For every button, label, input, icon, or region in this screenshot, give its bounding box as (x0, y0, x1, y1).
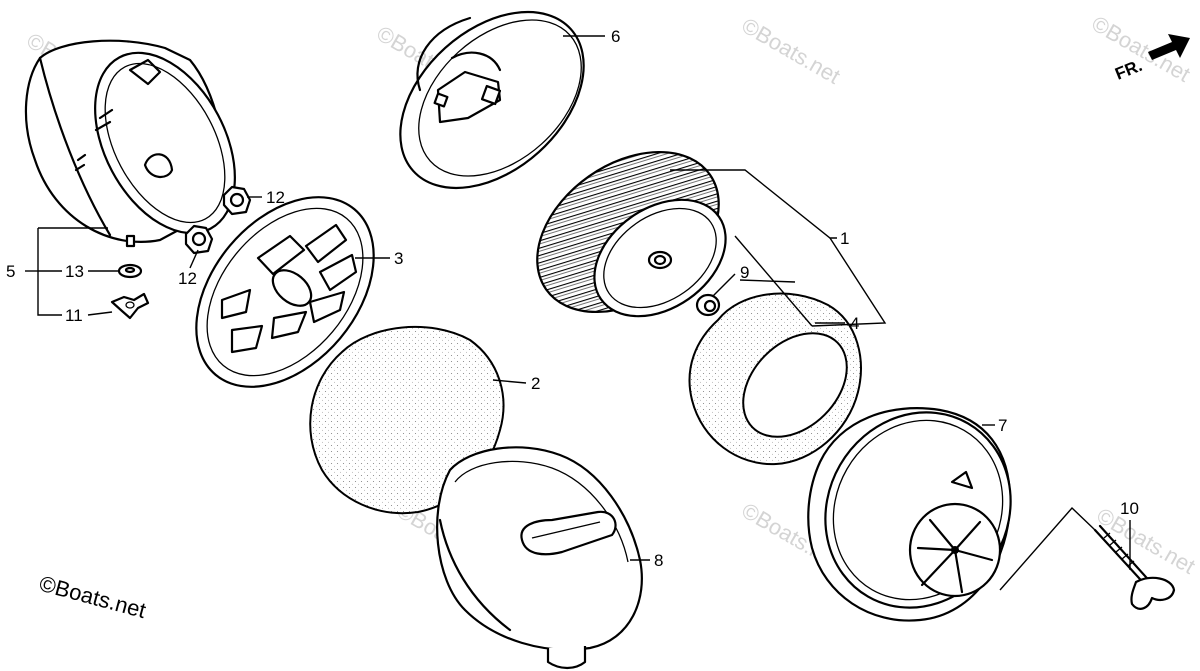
callout-2: 2 (531, 374, 540, 393)
callout-12-lower: 12 (178, 269, 197, 288)
callout-13: 13 (65, 262, 84, 281)
part-6-case (399, 10, 585, 190)
callout-7: 7 (998, 416, 1007, 435)
callout-9: 9 (740, 263, 749, 282)
part-5-front-case (24, 39, 236, 248)
part-8-cover (436, 446, 643, 670)
callout-4: 4 (850, 314, 859, 333)
part-1-paper-element (536, 150, 727, 318)
watermark: ©Boats.net (1093, 503, 1200, 579)
front-arrow-icon (1148, 34, 1190, 60)
part-13-washer (117, 263, 143, 279)
callout-5: 5 (6, 262, 15, 281)
callout-1: 1 (840, 229, 849, 248)
part-9-grommet (695, 293, 721, 317)
callout-3: 3 (394, 249, 403, 268)
part-10-wing-bolt (1093, 524, 1176, 610)
part-7-housing (807, 407, 1012, 622)
part-4-outer-foam (688, 292, 862, 466)
callout-6: 6 (611, 27, 620, 46)
callout-10: 10 (1120, 499, 1139, 518)
part-12-nut-lower (184, 224, 214, 255)
watermark: ©Boats.net (738, 13, 845, 89)
leader-lines (25, 35, 1131, 591)
callout-11: 11 (65, 306, 83, 325)
callouts: 1 2 3 4 5 6 7 8 9 10 11 12 12 13 (6, 27, 1139, 570)
callout-8: 8 (654, 551, 663, 570)
copyright-credit: ©Boats.net (37, 571, 149, 623)
part-3-element-plate (195, 196, 375, 388)
part-12-nut-upper (222, 185, 252, 216)
part-11-wing-nut (110, 292, 150, 320)
callout-12-upper: 12 (266, 188, 285, 207)
